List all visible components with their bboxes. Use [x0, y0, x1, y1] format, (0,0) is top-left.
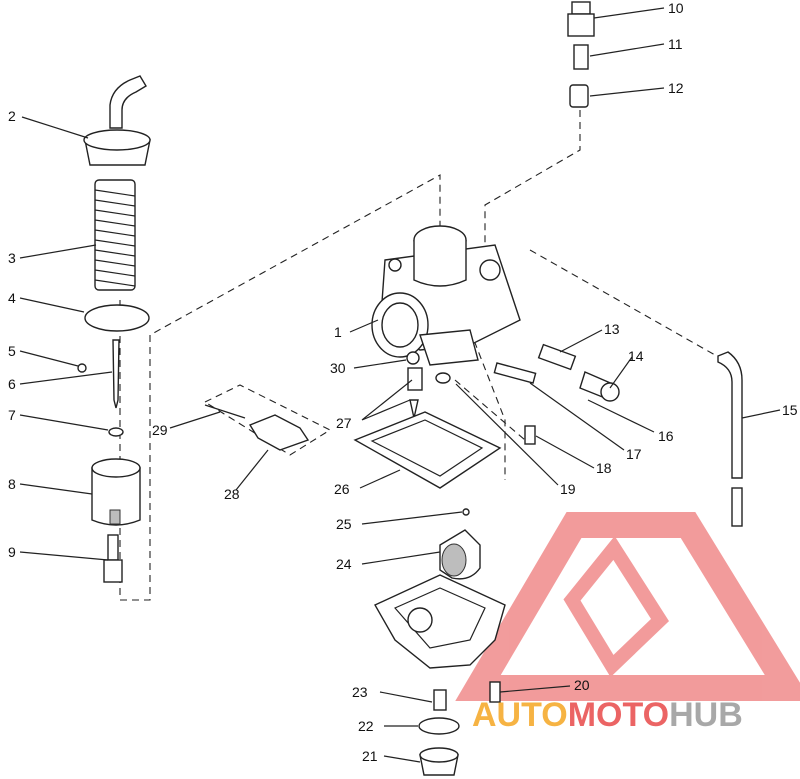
part-jets-27 — [407, 367, 423, 419]
label-18: 18 — [596, 460, 612, 476]
watermark-logo-icon — [455, 512, 800, 701]
part-29 — [204, 404, 246, 419]
label-21: 21 — [362, 748, 378, 764]
label-19: 19 — [560, 481, 576, 497]
part-cap — [83, 75, 151, 166]
watermark-text: AUTOMOTOHUB — [472, 696, 743, 734]
part-30 — [406, 351, 420, 365]
watermark-moto: MOTO — [568, 696, 669, 734]
part-gasket-26 — [353, 411, 502, 489]
part-25 — [462, 508, 470, 516]
part-washer-7 — [108, 427, 124, 437]
label-11: 11 — [668, 36, 683, 52]
part-float-bowl — [374, 574, 506, 669]
label-9: 9 — [8, 544, 16, 560]
label-16: 16 — [658, 428, 674, 444]
label-1: 1 — [334, 324, 342, 340]
part-needle — [112, 339, 120, 409]
label-3: 3 — [8, 250, 16, 266]
part-nut-21 — [419, 747, 459, 776]
label-5: 5 — [8, 343, 16, 359]
label-12: 12 — [668, 80, 684, 96]
leader-lines — [19, 7, 781, 763]
part-slide — [91, 458, 141, 526]
label-2: 2 — [8, 108, 16, 124]
label-8: 8 — [8, 476, 16, 492]
part-washer-19 — [435, 372, 451, 384]
label-14: 14 — [628, 348, 644, 364]
assembly-dash-left — [119, 174, 441, 601]
label-7: 7 — [8, 407, 16, 423]
svg-text:AUTOMOTOHUB: AUTOMOTOHUB — [472, 696, 743, 734]
label-29: 29 — [152, 422, 168, 438]
part-oring-22 — [418, 717, 460, 735]
label-26: 26 — [334, 481, 350, 497]
part-fitting-10 — [567, 1, 595, 37]
part-jet-23 — [433, 689, 447, 711]
label-13: 13 — [604, 321, 620, 337]
assembly-dash-right — [484, 110, 716, 356]
part-28 — [248, 414, 310, 451]
part-number-labels: 1 2 3 4 5 6 7 8 9 10 11 12 13 14 15 16 1… — [8, 0, 798, 764]
label-28: 28 — [224, 486, 240, 502]
part-plate — [84, 304, 150, 332]
label-25: 25 — [336, 516, 352, 532]
part-needle-holder — [103, 534, 123, 583]
part-spring-11 — [573, 44, 589, 70]
part-cap-12 — [569, 84, 589, 108]
part-screw-17 — [493, 362, 537, 384]
label-23: 23 — [352, 684, 368, 700]
part-clip — [77, 363, 87, 373]
label-22: 22 — [358, 718, 374, 734]
part-screw-14 — [579, 371, 620, 402]
assembly-dash-float — [454, 329, 526, 480]
label-10: 10 — [668, 0, 684, 16]
part-pilot-screw-13 — [537, 343, 577, 371]
label-6: 6 — [8, 376, 16, 392]
label-17: 17 — [626, 446, 642, 462]
label-30: 30 — [330, 360, 346, 376]
label-27: 27 — [336, 415, 352, 431]
part-carburetor-body — [371, 225, 521, 366]
watermark-auto: AUTO — [472, 696, 568, 734]
watermark-hub: HUB — [669, 696, 743, 734]
label-4: 4 — [8, 290, 16, 306]
part-tube-15 — [717, 351, 743, 479]
part-spring — [94, 179, 136, 291]
label-20: 20 — [574, 677, 590, 693]
part-18 — [524, 425, 536, 445]
label-24: 24 — [336, 556, 352, 572]
label-15: 15 — [782, 402, 798, 418]
part-tube-end-15 — [731, 487, 743, 527]
part-float-24 — [439, 529, 481, 580]
